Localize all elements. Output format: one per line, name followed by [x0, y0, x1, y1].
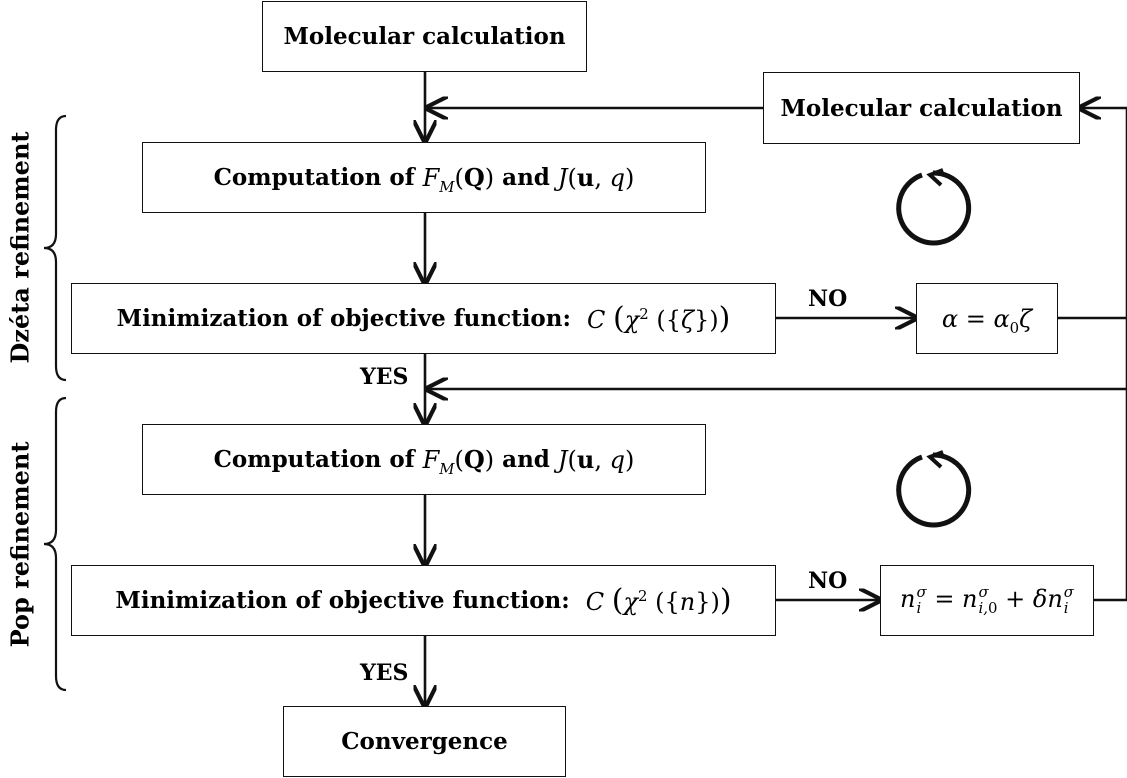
formula-fm-q: FM(Q) [422, 163, 495, 196]
minimization-label: Minimization of objective function: [115, 587, 570, 614]
yes-label-pop: YES [360, 660, 409, 686]
pop-refinement-label: Pop refinement [5, 441, 35, 648]
dzeta-refinement-label: Dzéta refinement [5, 131, 35, 364]
minimization-label: Minimization of objective function: [116, 305, 571, 332]
molecular-calculation-label: Molecular calculation [780, 94, 1063, 122]
molecular-calculation-box-right: Molecular calculation [763, 72, 1080, 144]
convergence-box: Convergence [283, 706, 566, 777]
computation-box-dzeta: Computation of FM(Q) and J(u, q) [142, 142, 706, 213]
molecular-calculation-box-top: Molecular calculation [262, 1, 587, 72]
and-label: and [502, 164, 550, 191]
brace-dzeta [43, 114, 67, 382]
minimization-box-dzeta: Minimization of objective function: C (χ… [71, 283, 776, 354]
formula-alpha: α = α0ζ [941, 304, 1033, 337]
alpha-update-box: α = α0ζ [916, 283, 1058, 354]
molecular-calculation-label: Molecular calculation [283, 23, 566, 50]
yes-label-dzeta: YES [360, 364, 409, 390]
formula-j-uq: J(u, q) [557, 163, 635, 192]
computation-label: Computation of [213, 164, 415, 191]
circular-arrow-icon [896, 168, 972, 246]
formula-c-chi-n: C (χ2 ({n})) [585, 583, 732, 618]
no-label-dzeta: NO [808, 286, 848, 312]
computation-box-pop: Computation of FM(Q) and J(u, q) [142, 424, 706, 495]
brace-pop [43, 396, 67, 692]
convergence-label: Convergence [341, 728, 508, 755]
formula-j-uq: J(u, q) [557, 445, 635, 474]
no-label-pop: NO [808, 568, 848, 594]
minimization-box-pop: Minimization of objective function: C (χ… [71, 565, 776, 636]
computation-label: Computation of [213, 446, 415, 473]
circular-arrow-icon [896, 450, 972, 528]
and-label: and [502, 446, 550, 473]
formula-c-chi-zeta: C (χ2 ({ζ})) [587, 301, 731, 336]
formula-fm-q: FM(Q) [422, 445, 495, 478]
